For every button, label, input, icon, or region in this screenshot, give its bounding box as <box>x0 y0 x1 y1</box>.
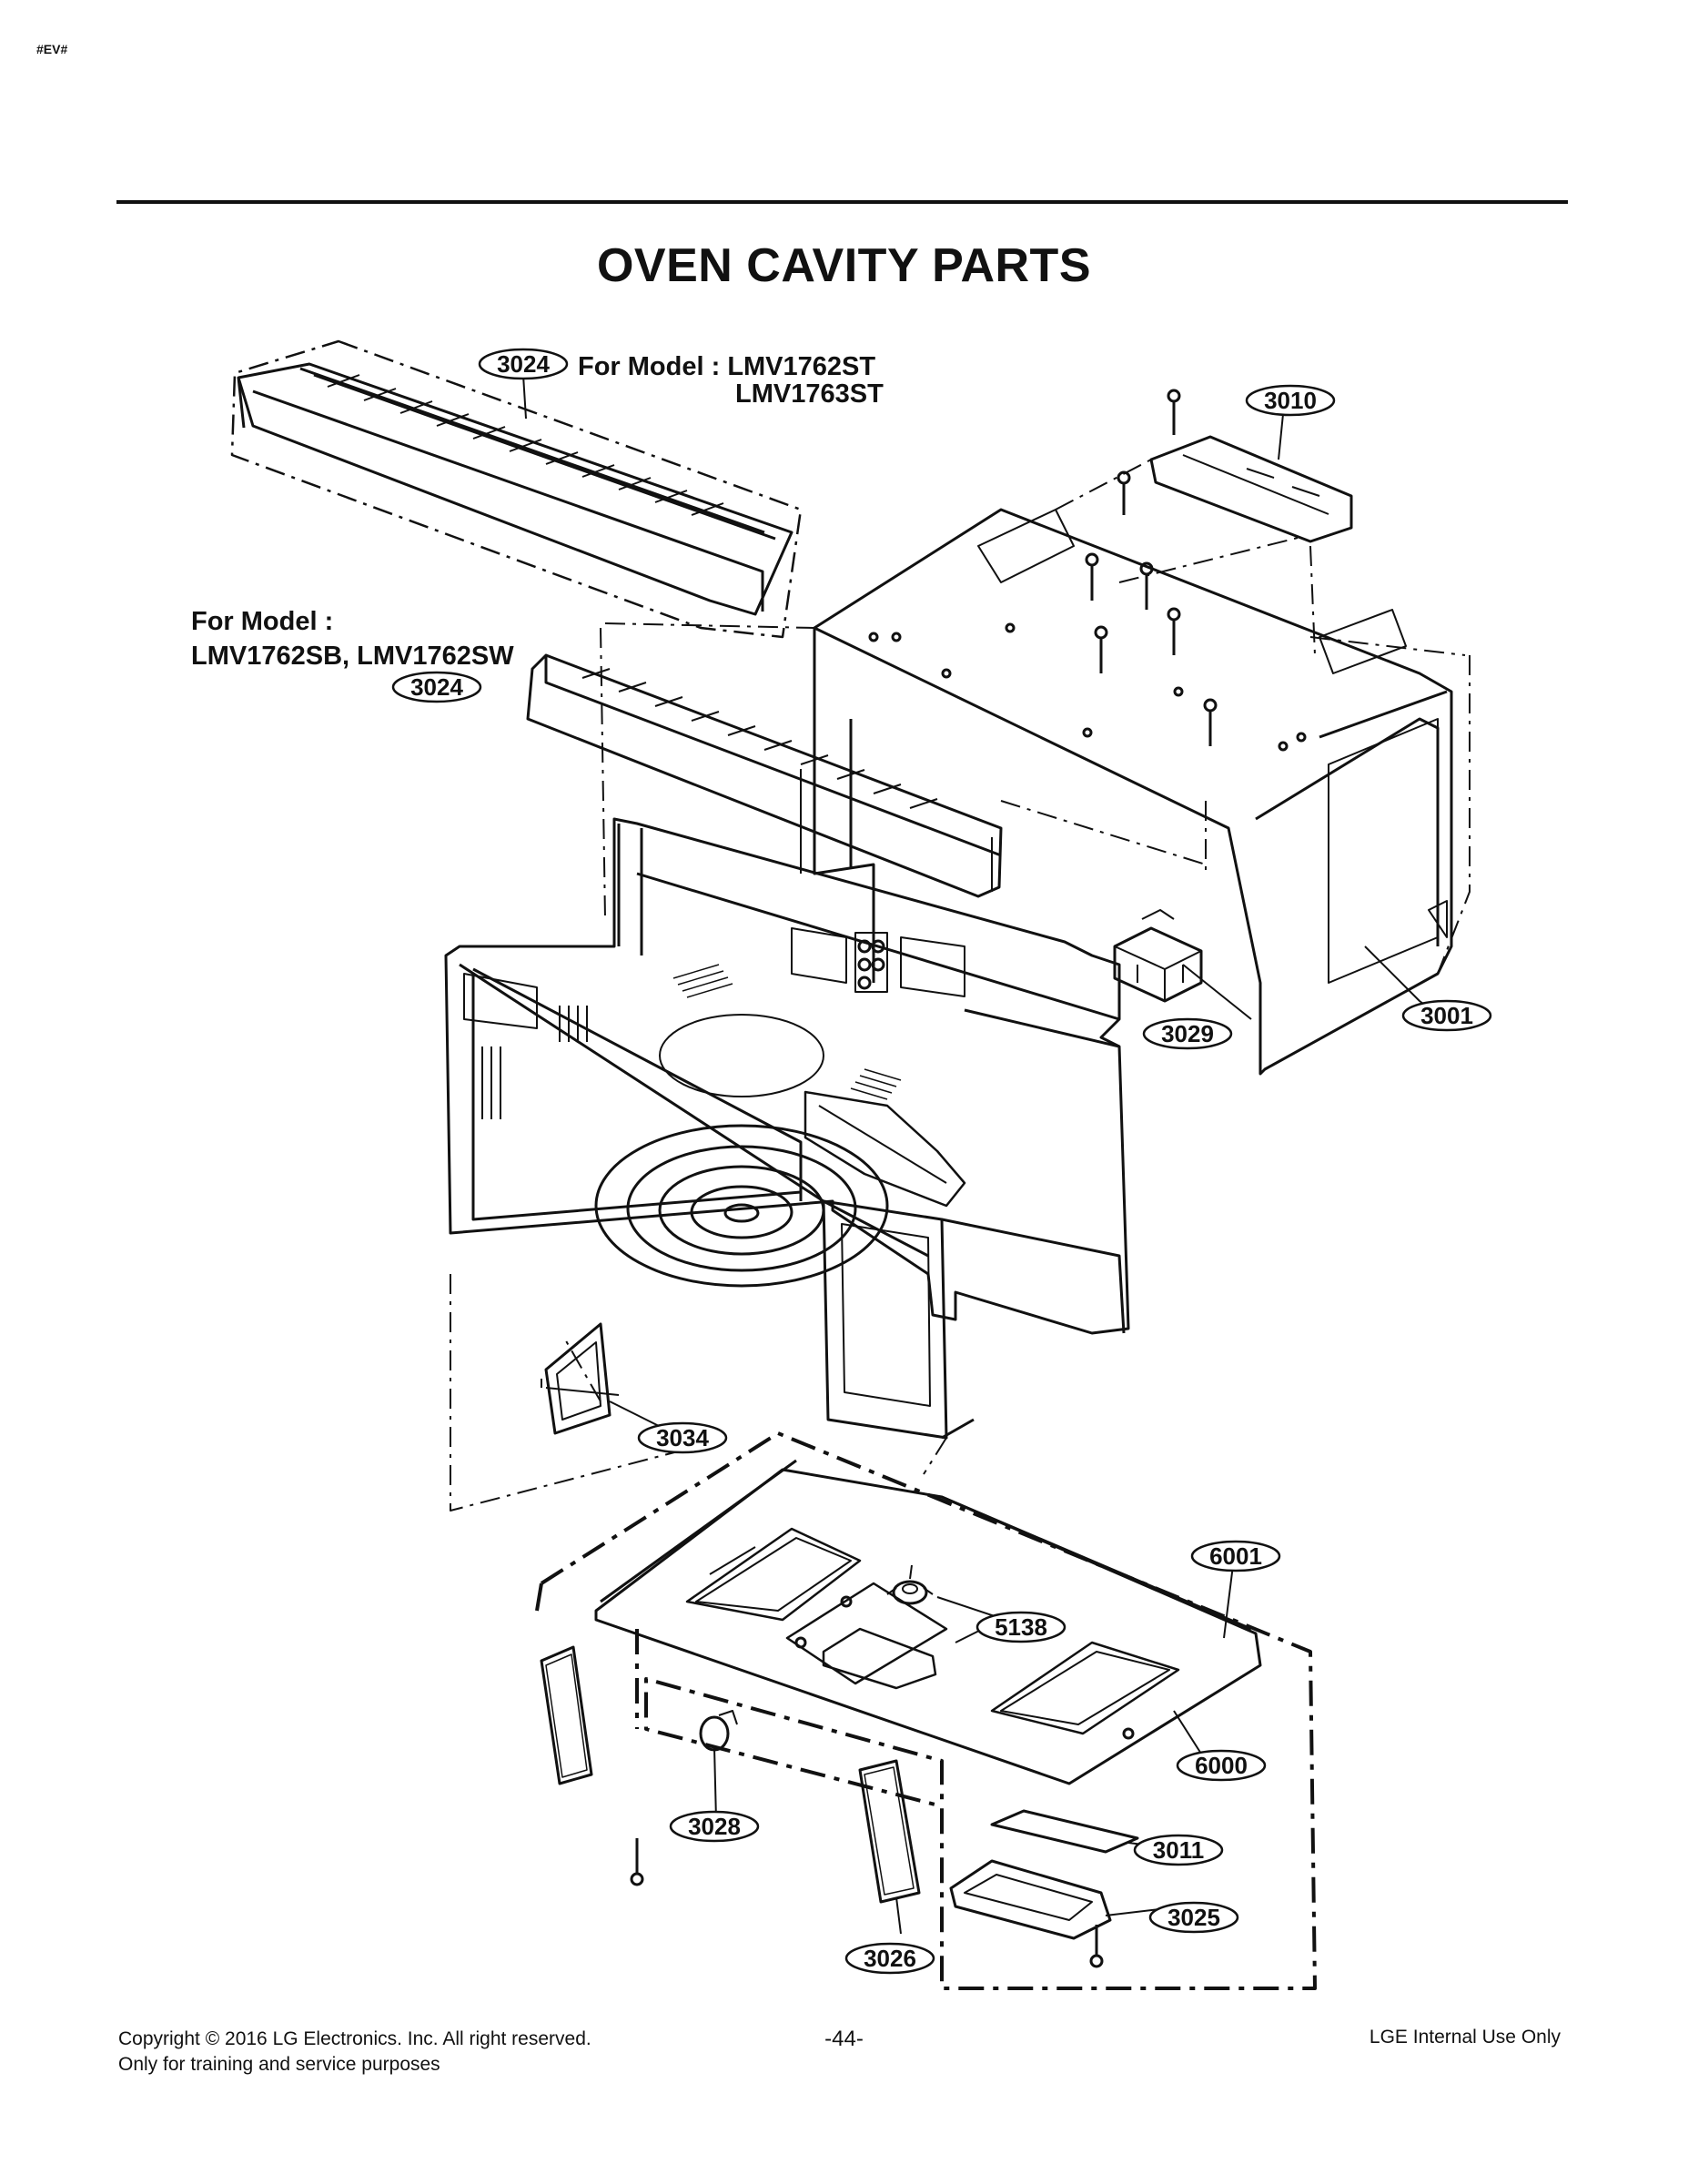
svg-text:5138: 5138 <box>995 1613 1047 1641</box>
switch-3029 <box>1113 909 1203 1003</box>
footer-copyright: Copyright © 2016 LG Electronics. Inc. Al… <box>118 2028 591 2049</box>
callout-6001: 6001 <box>1190 1540 1281 1572</box>
svg-text:6000: 6000 <box>1195 1752 1248 1779</box>
svg-text:6001: 6001 <box>1209 1542 1262 1570</box>
lamp-cover-3011 <box>990 1809 1139 1854</box>
svg-text:3010: 3010 <box>1264 387 1317 414</box>
callout-3001: 3001 <box>1401 999 1492 1032</box>
callout-3034: 3034 <box>637 1421 728 1454</box>
svg-text:3026: 3026 <box>864 1945 916 1972</box>
model-note-top-line2: LMV1763ST <box>735 379 884 409</box>
callout-3029: 3029 <box>1142 1017 1233 1050</box>
page-title: OVEN CAVITY PARTS <box>596 239 1092 292</box>
model-note-left-line1: For Model : <box>191 607 333 636</box>
callouts: 3024 3024 3010 3029 3001 3034 6001 5138 <box>391 348 1492 1975</box>
model-note-top-line1: For Model : LMV1762ST <box>578 352 875 381</box>
svg-text:3011: 3011 <box>1153 1836 1204 1864</box>
tray-outline-6001 <box>540 1431 1317 1990</box>
callout-5138: 5138 <box>975 1611 1066 1643</box>
sensor-5138 <box>822 1564 937 1690</box>
inner-cavity <box>444 817 1130 1440</box>
callout-3025: 3025 <box>1148 1901 1239 1934</box>
header-tag: #EV# <box>36 42 68 56</box>
svg-text:3025: 3025 <box>1167 1904 1220 1931</box>
svg-text:3029: 3029 <box>1161 1020 1214 1047</box>
footer-training: Only for training and service purposes <box>118 2054 440 2075</box>
callout-3028: 3028 <box>669 1810 760 1843</box>
svg-text:3024: 3024 <box>497 350 550 378</box>
callout-3011: 3011 <box>1133 1834 1224 1866</box>
charcoal-filter-left <box>540 1645 593 1785</box>
bottom-plate <box>594 1459 1262 1785</box>
cover-3034 <box>544 1322 612 1435</box>
svg-text:3028: 3028 <box>688 1813 741 1840</box>
svg-text:3024: 3024 <box>410 673 463 701</box>
model-note-left-line2: LMV1762SB, LMV1762SW <box>191 642 514 671</box>
footer-internal: LGE Internal Use Only <box>1369 2027 1561 2048</box>
svg-text:3001: 3001 <box>1420 1002 1473 1029</box>
model-notes: For Model : LMV1762ST LMV1763ST For Mode… <box>191 352 884 671</box>
footer-copyright-block: Copyright © 2016 LG Electronics. Inc. Al… <box>118 2027 591 2078</box>
header-rule <box>116 200 1568 204</box>
vent-grille-middle <box>526 653 1003 898</box>
charcoal-filter-3026 <box>858 1759 921 1904</box>
callout-3024-top: 3024 <box>478 348 569 380</box>
svg-text:3034: 3034 <box>656 1424 709 1451</box>
callout-3024-left: 3024 <box>391 671 482 703</box>
callout-6000: 6000 <box>1176 1749 1267 1782</box>
callout-3010: 3010 <box>1245 384 1336 417</box>
vent-grille-top <box>237 362 793 616</box>
callout-3026: 3026 <box>844 1942 935 1975</box>
lamp-holder-3025 <box>949 1859 1112 1940</box>
page-number: -44- <box>824 2027 864 2051</box>
bracket-3010 <box>1117 389 1353 543</box>
